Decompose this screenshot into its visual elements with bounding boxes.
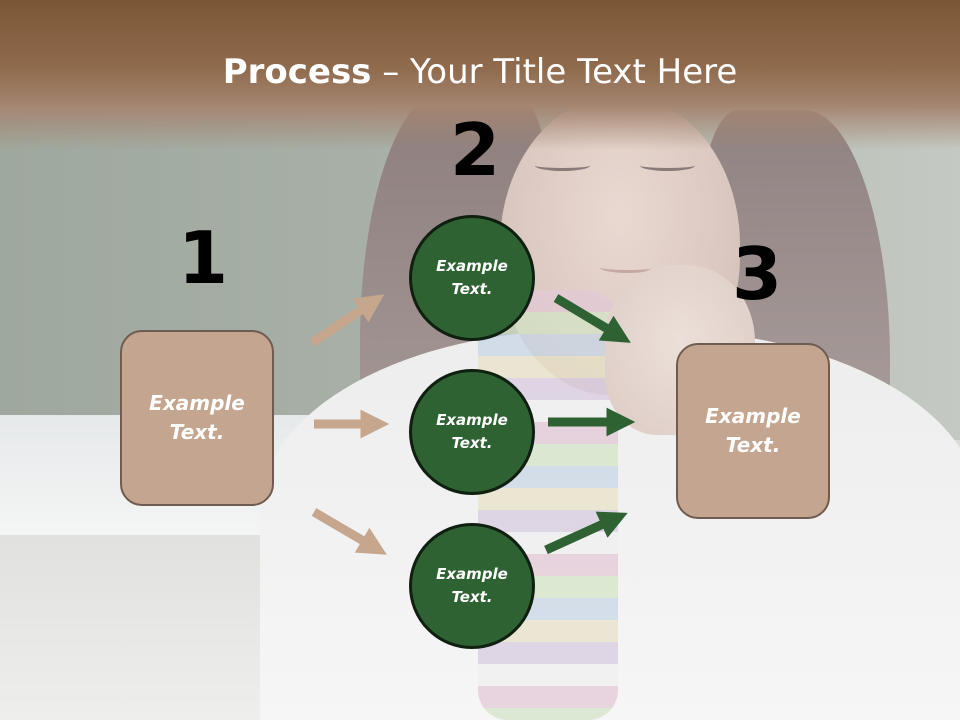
step-number-1: 1: [178, 216, 229, 300]
slide-title: Process – Your Title Text Here: [0, 52, 960, 92]
step-number-3: 3: [732, 232, 783, 316]
process-box-right-label: Example Text.: [705, 404, 801, 457]
arrow-bottom-to-right: [544, 511, 628, 555]
background-mouth: [600, 262, 655, 273]
background-scarf: [478, 290, 618, 720]
process-circle-middle-label: Example Text.: [436, 411, 508, 452]
process-box-left: Example Text.: [120, 330, 274, 506]
process-box-right: Example Text.: [676, 343, 830, 519]
background-eye-right: [640, 160, 695, 171]
process-box-left-label: Example Text.: [149, 391, 245, 444]
step-number-2: 2: [450, 108, 501, 192]
arrow-left-to-top: [309, 294, 385, 347]
arrow-top-to-right: [553, 294, 631, 343]
process-circle-bottom: Example Text.: [409, 523, 535, 649]
slide-title-rest: – Your Title Text Here: [371, 52, 738, 92]
process-circle-middle: Example Text.: [409, 369, 535, 495]
arrow-left-to-bottom: [311, 508, 387, 555]
background-eye-left: [535, 160, 590, 171]
slide-title-bold: Process: [222, 52, 372, 92]
process-circle-bottom-label: Example Text.: [436, 565, 508, 606]
process-circle-top-label: Example Text.: [436, 257, 508, 298]
title-band: [0, 0, 960, 150]
process-circle-top: Example Text.: [409, 215, 535, 341]
